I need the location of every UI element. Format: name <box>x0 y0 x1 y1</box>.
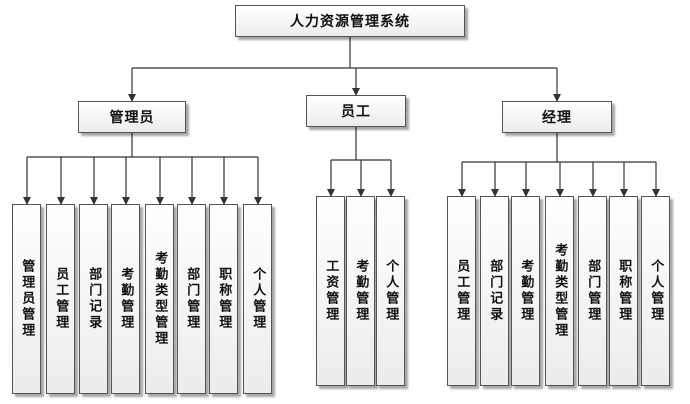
manager-item-label: 部门管理 <box>585 259 601 323</box>
manager-item-box: 部门记录 <box>480 196 509 386</box>
employee-item-box: 考勤管理 <box>346 196 375 386</box>
employee-item-box: 个人管理 <box>376 196 405 386</box>
group-employee-label: 员工 <box>341 104 371 120</box>
admin-item-label: 部门记录 <box>86 267 102 331</box>
group-employee-box: 员工 <box>306 95 406 127</box>
group-admin-label: 管理员 <box>109 110 155 126</box>
group-manager-box: 经理 <box>502 101 612 133</box>
admin-item-label: 职称管理 <box>216 267 232 331</box>
manager-item-box: 个人管理 <box>641 196 670 386</box>
employee-item-box: 工资管理 <box>316 196 345 386</box>
admin-item-box: 员工管理 <box>46 204 75 394</box>
group-admin-box: 管理员 <box>78 101 186 133</box>
manager-item-label: 考勤管理 <box>518 259 534 323</box>
manager-item-box: 部门管理 <box>578 196 607 386</box>
admin-item-box: 职称管理 <box>209 204 238 394</box>
manager-item-label: 职称管理 <box>616 259 632 323</box>
employee-item-label: 工资管理 <box>323 259 339 323</box>
manager-item-box: 考勤管理 <box>511 196 540 386</box>
admin-item-label: 个人管理 <box>250 267 266 331</box>
manager-item-label: 部门记录 <box>487 259 503 323</box>
admin-item-box: 部门管理 <box>177 204 206 394</box>
manager-item-label: 考勤类型管理 <box>552 243 568 339</box>
admin-item-label: 员工管理 <box>53 267 69 331</box>
group-manager-label: 经理 <box>542 110 572 126</box>
root-box: 人力资源管理系统 <box>235 5 465 37</box>
manager-item-box: 职称管理 <box>609 196 638 386</box>
admin-item-label: 部门管理 <box>184 267 200 331</box>
admin-item-box: 个人管理 <box>243 204 272 394</box>
admin-item-label: 考勤管理 <box>118 267 134 331</box>
employee-item-label: 个人管理 <box>383 259 399 323</box>
admin-item-box: 部门记录 <box>79 204 108 394</box>
root-label: 人力资源管理系统 <box>290 14 410 30</box>
admin-item-box: 考勤类型管理 <box>145 204 174 394</box>
manager-item-label: 员工管理 <box>454 259 470 323</box>
manager-item-label: 个人管理 <box>648 259 664 323</box>
admin-item-label: 管理员管理 <box>19 259 35 339</box>
employee-item-label: 考勤管理 <box>353 259 369 323</box>
admin-item-box: 管理员管理 <box>12 204 41 394</box>
admin-item-label: 考勤类型管理 <box>152 251 168 347</box>
manager-item-box: 考勤类型管理 <box>545 196 574 386</box>
manager-item-box: 员工管理 <box>447 196 476 386</box>
admin-item-box: 考勤管理 <box>111 204 140 394</box>
